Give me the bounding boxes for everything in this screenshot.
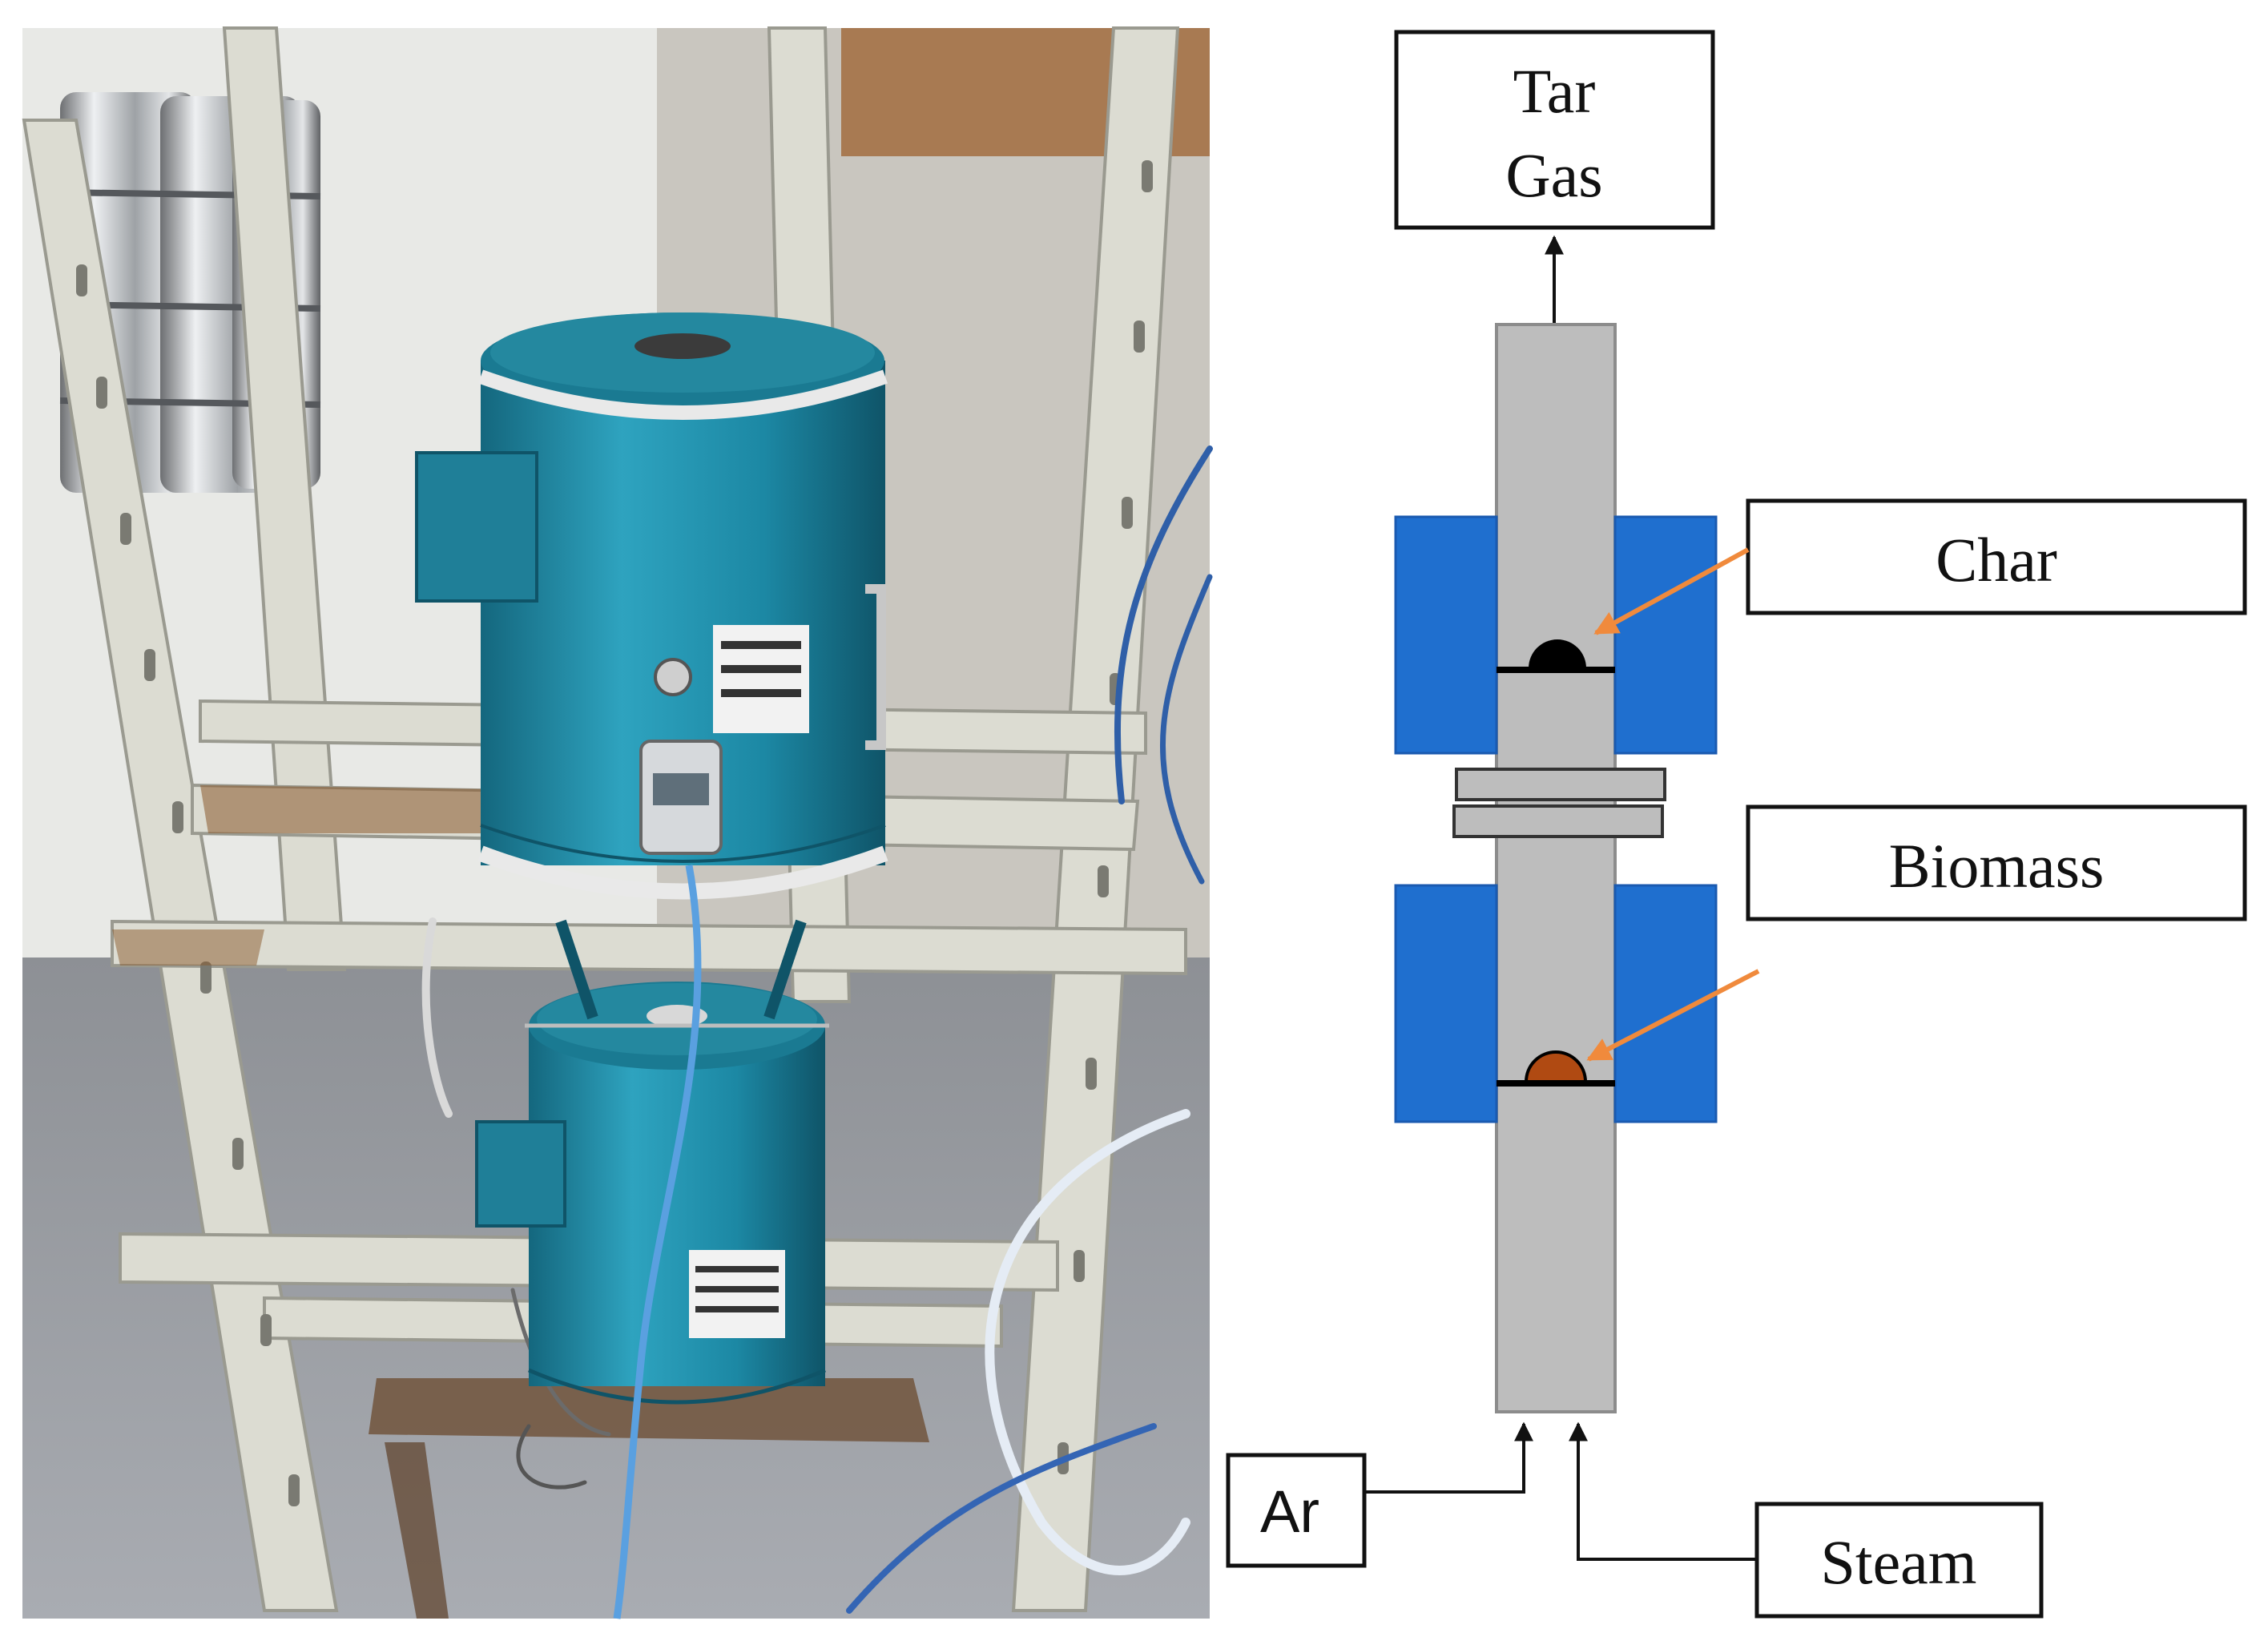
char-label: Char xyxy=(1936,525,2057,595)
biomass-sample xyxy=(1524,1050,1588,1083)
outlet-label-tar: Tar xyxy=(1513,56,1596,126)
lower-furnace xyxy=(475,919,829,1405)
char-sample xyxy=(1529,639,1586,668)
char-label-box xyxy=(1746,498,2247,615)
ar-inlet-arrow xyxy=(1364,1421,1533,1494)
char-pointer-arrow xyxy=(1593,547,1750,635)
upper-furnace xyxy=(415,312,888,900)
cables xyxy=(421,446,1213,1614)
flange-upper xyxy=(1455,768,1666,801)
laboratory-furnace-photo xyxy=(22,26,1213,1619)
flange-lower xyxy=(1452,804,1664,838)
rack-slots xyxy=(76,160,1153,1506)
upper-furnace-right xyxy=(1613,515,1718,755)
steam-label-box xyxy=(1754,1502,2044,1619)
upper-furnace-left xyxy=(1394,515,1498,755)
biomass-label: Biomass xyxy=(1889,831,2105,901)
biomass-label-box xyxy=(1746,804,2247,921)
thermocouple-cable xyxy=(613,865,702,1619)
reactor-schematic: Tar Gas Char Biomass Ar xyxy=(1226,30,2247,1619)
reactor-tube xyxy=(1495,323,1617,1413)
outlet-box xyxy=(1394,30,1715,230)
outlet-label-gas: Gas xyxy=(1505,140,1602,210)
lower-furnace-left xyxy=(1394,884,1498,1123)
ar-label: Ar xyxy=(1260,1478,1319,1545)
biomass-pointer-arrow xyxy=(1586,969,1760,1062)
steam-inlet-arrow xyxy=(1569,1421,1757,1561)
steam-label: Steam xyxy=(1821,1527,1977,1597)
ar-label-box xyxy=(1226,1453,1367,1568)
